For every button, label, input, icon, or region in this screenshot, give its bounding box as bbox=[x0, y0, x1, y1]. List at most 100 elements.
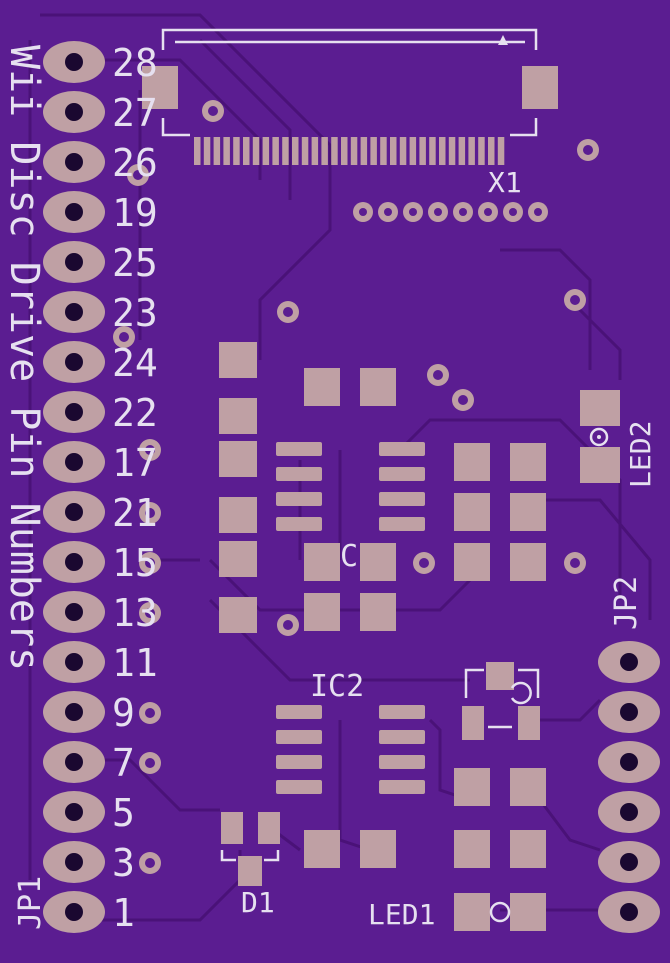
d1-diode bbox=[220, 812, 280, 886]
ic2-label: IC2 bbox=[310, 669, 364, 704]
jp1-pin-label: 13 bbox=[112, 591, 158, 635]
wii-disc-drive-title: Wii Disc Drive Pin Numbers bbox=[1, 45, 47, 671]
x1-pin-pad bbox=[194, 137, 201, 165]
via-drill bbox=[145, 758, 155, 768]
jp2-pin-drill bbox=[620, 803, 638, 821]
vias bbox=[113, 100, 599, 874]
jp1-label: JP1 bbox=[13, 876, 48, 930]
smd-pads bbox=[219, 342, 546, 931]
jp2-label: JP2 bbox=[609, 576, 644, 630]
led1 bbox=[454, 893, 511, 931]
x1-pin-pad bbox=[272, 137, 279, 165]
led2 bbox=[580, 390, 620, 483]
x1-hole-drill bbox=[534, 208, 542, 216]
jp1-pin-drill bbox=[65, 503, 83, 521]
jp1-pin-drill bbox=[65, 303, 83, 321]
x1-pin-pad bbox=[478, 137, 485, 165]
jp2-pin-drill bbox=[620, 753, 638, 771]
via-drill bbox=[119, 332, 129, 342]
x1-hole-drill bbox=[484, 208, 492, 216]
via-drill bbox=[283, 620, 293, 630]
jp1-pin-label: 28 bbox=[112, 41, 158, 85]
via-drill bbox=[458, 395, 468, 405]
x1-pin-pad bbox=[203, 137, 211, 165]
x1-pin-pad bbox=[468, 137, 475, 165]
jp1-pin-label: 26 bbox=[112, 141, 158, 185]
x1-pin-pad bbox=[341, 137, 348, 165]
x1-hole-drill bbox=[434, 208, 442, 216]
jp2-pin-drill bbox=[620, 653, 638, 671]
x1-pin-pad bbox=[223, 137, 230, 165]
jp2-pin-drill bbox=[620, 853, 638, 871]
jp1-pin-drill bbox=[65, 603, 83, 621]
jp2-pin-drill bbox=[620, 703, 638, 721]
jp1-pin-label: 17 bbox=[112, 441, 158, 485]
x1-pin-pad bbox=[292, 137, 299, 165]
via-drill bbox=[145, 508, 155, 518]
via-drill bbox=[433, 370, 443, 380]
x1-pin-pad bbox=[252, 137, 260, 165]
jp1-pin-drill bbox=[65, 853, 83, 871]
via-drill bbox=[145, 858, 155, 868]
x1-pin-pad bbox=[409, 137, 417, 165]
x1-pin-pad bbox=[380, 137, 387, 165]
jp1-pin-label: 19 bbox=[112, 191, 158, 235]
jp1-pin-drill bbox=[65, 653, 83, 671]
via-drill bbox=[145, 608, 155, 618]
led2-label: LED2 bbox=[624, 421, 657, 488]
x1-pin-pad bbox=[370, 137, 377, 165]
jp1-pin-label: 27 bbox=[112, 91, 158, 135]
x1-pin-pad bbox=[301, 137, 309, 165]
jp1-pin-drill bbox=[65, 903, 83, 921]
x1-pin-pad bbox=[311, 137, 319, 165]
jp1-pin-label: 1 bbox=[112, 891, 135, 935]
jp1-pin-label: 3 bbox=[112, 841, 135, 885]
x1-hole-drill bbox=[359, 208, 367, 216]
jp1-pin-label: 21 bbox=[112, 491, 158, 535]
x1-pin-pad bbox=[419, 137, 426, 165]
jp1-pin-drill bbox=[65, 253, 83, 271]
led1-label: LED1 bbox=[368, 898, 435, 931]
jp1-pin-drill bbox=[65, 103, 83, 121]
jp1-pin-drill bbox=[65, 703, 83, 721]
jp2-pin-drill bbox=[620, 903, 638, 921]
via-drill bbox=[583, 145, 593, 155]
jp1-pin-drill bbox=[65, 803, 83, 821]
via-drill bbox=[145, 708, 155, 718]
jp1-pin-drill bbox=[65, 553, 83, 571]
jp1-pin-drill bbox=[65, 403, 83, 421]
d1-label: D1 bbox=[241, 886, 275, 919]
jp1-pin-label: 9 bbox=[112, 691, 135, 735]
x1-pin-pad bbox=[282, 137, 289, 165]
via-drill bbox=[133, 170, 143, 180]
jp1-pin-drill bbox=[65, 753, 83, 771]
jp1-pin-label: 7 bbox=[112, 741, 135, 785]
x1-pin-pad bbox=[331, 137, 338, 165]
jp1-pin-label: 5 bbox=[112, 791, 135, 835]
via-drill bbox=[145, 558, 155, 568]
x1-pin-pad bbox=[439, 137, 446, 165]
jp1-pin-drill bbox=[65, 153, 83, 171]
x1-pin-pad bbox=[321, 137, 328, 165]
via-drill bbox=[208, 106, 218, 116]
x1-hole-drill bbox=[509, 208, 517, 216]
x1-pin-pad bbox=[497, 137, 505, 165]
x1-pin-pad bbox=[262, 137, 270, 165]
x1-pin-pad bbox=[243, 137, 250, 165]
x1-pin-pad bbox=[488, 137, 495, 165]
jp1-pin-labels: 28 27 26 19 25 23 24 22 17 21 15 13 11 9… bbox=[112, 41, 158, 935]
jp1-pin-drill bbox=[65, 353, 83, 371]
x1-pin-pad bbox=[448, 137, 456, 165]
x1-pin-pad bbox=[213, 137, 221, 165]
jp1-pin-label: 15 bbox=[112, 541, 158, 585]
jp1-pin-drill bbox=[65, 453, 83, 471]
x1-label: X1 bbox=[488, 166, 522, 199]
x1-hole-drill bbox=[384, 208, 392, 216]
via-drill bbox=[145, 445, 155, 455]
x1-connector bbox=[142, 28, 558, 222]
via-drill bbox=[283, 307, 293, 317]
jp1-pin-label: 23 bbox=[112, 291, 158, 335]
jp1-pin-label: 24 bbox=[112, 341, 158, 385]
via-drill bbox=[570, 558, 580, 568]
